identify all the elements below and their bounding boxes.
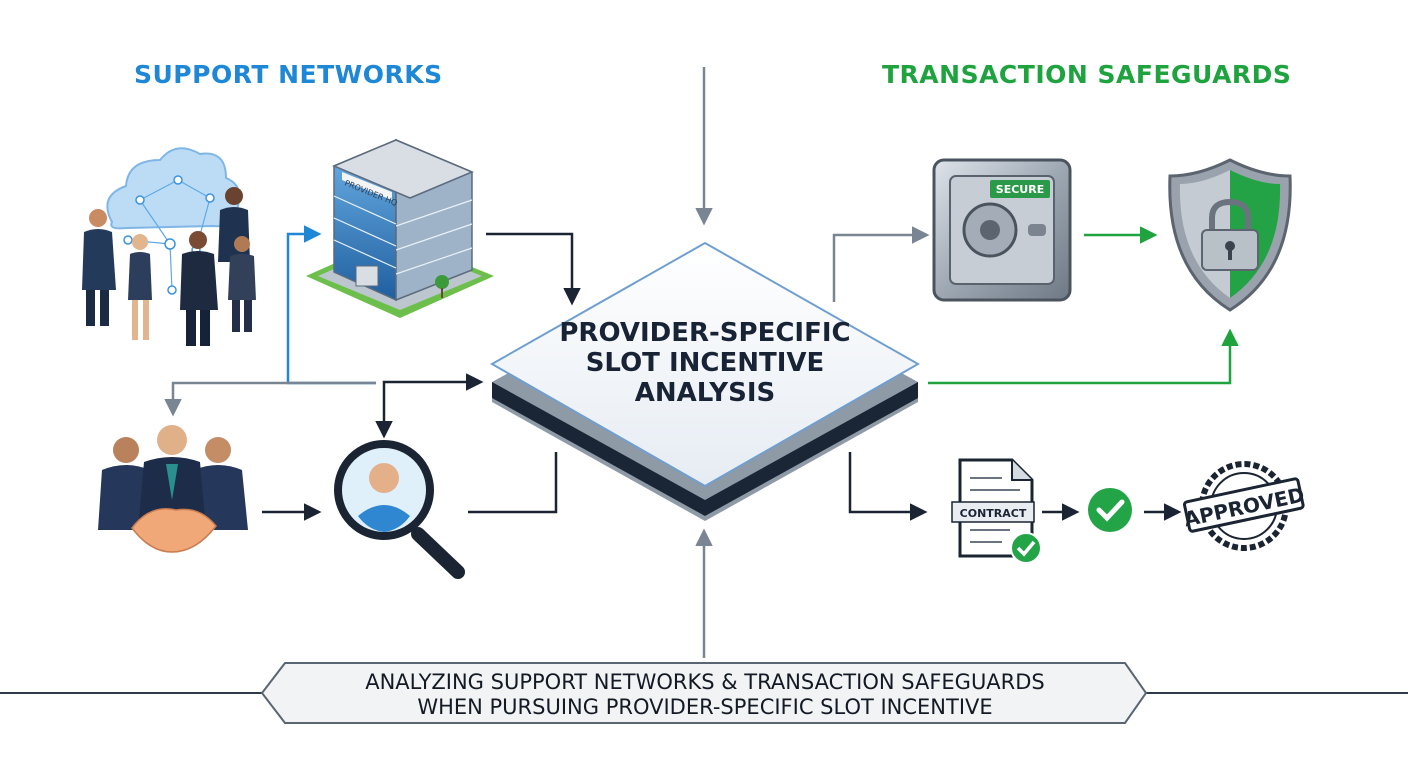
check-circle-icon [1088,488,1132,532]
approved-stamp-icon: APPROVED [1182,461,1307,551]
vault-label-text: SECURE [996,183,1044,196]
magnifier-person-icon [334,440,465,579]
caption-line-2: WHEN PURSUING PROVIDER-SPECIFIC SLOT INC… [417,695,993,719]
shield-lock-icon [1168,158,1292,312]
support-networks-heading: SUPPORT NETWORKS [134,60,443,89]
arrow-center-to-shield [928,328,1239,385]
arrow-center-to-contract [848,452,928,521]
caption-line-1: ANALYZING SUPPORT NETWORKS & TRANSACTION… [365,670,1045,694]
handshake-team-icon [98,425,248,553]
center-title-line-3: ANALYSIS [634,378,776,408]
arrow-building-to-center [486,232,581,306]
contract-document-icon: CONTRACT [951,458,1042,564]
arrow-center-to-vault [832,226,930,302]
contract-label-text: CONTRACT [960,507,1027,520]
transaction-safeguards-heading: TRANSACTION SAFEGUARDS [882,60,1292,89]
center-diamond [489,241,921,521]
caption-text: ANALYZING SUPPORT NETWORKS & TRANSACTION… [290,670,1120,720]
arrow-gray-to-team [164,381,376,417]
center-title-line-2: SLOT INCENTIVE [585,348,825,378]
center-title-line-1: PROVIDER-SPECIFIC [559,318,851,348]
arrow-center-to-magnifier [375,373,484,439]
office-building-icon: PROVIDER HQ [306,138,494,318]
safe-vault-icon: SECURE [932,158,1072,302]
center-analysis-title: PROVIDER-SPECIFIC SLOT INCENTIVE ANALYSI… [520,318,890,408]
cloud-network-team-icon [82,147,256,346]
caption-banner [260,662,1148,724]
line-magnifier-to-center [468,452,558,514]
